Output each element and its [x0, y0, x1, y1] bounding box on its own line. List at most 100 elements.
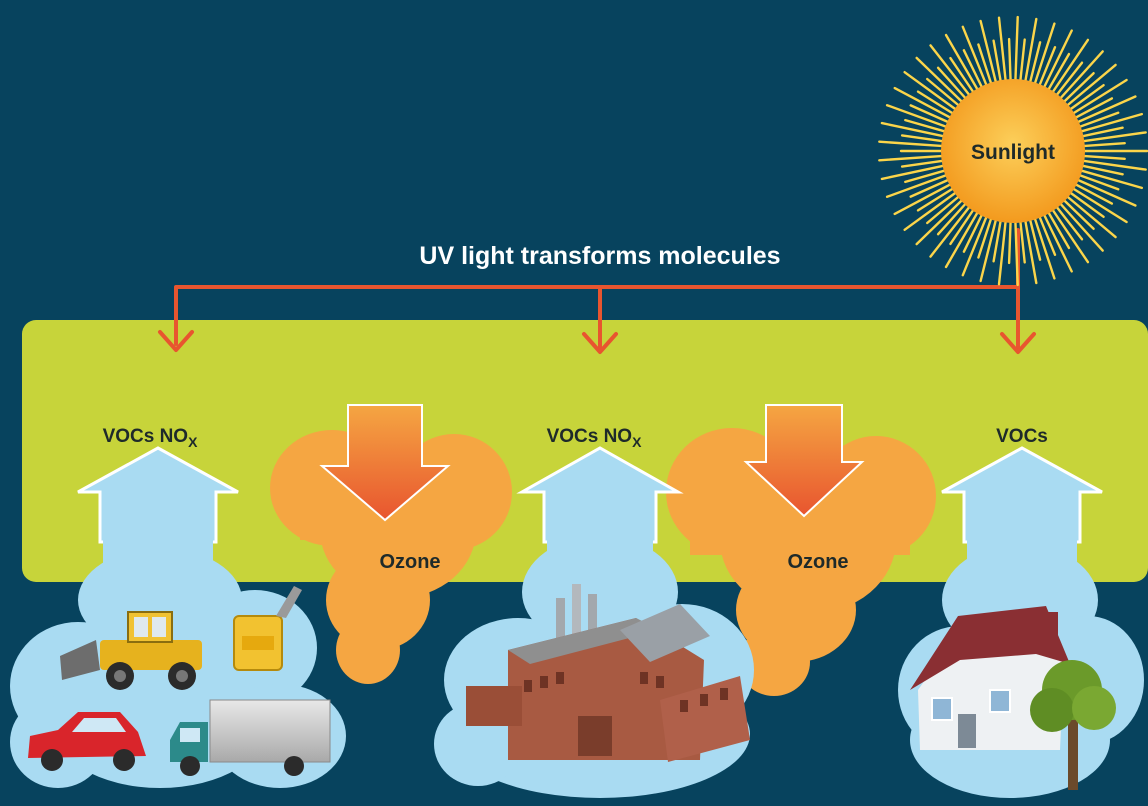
sun-icon: Sunlight: [878, 15, 1148, 287]
sun-ray: [997, 16, 1007, 83]
sun-ray: [949, 56, 976, 95]
ozone-down-arrow-1: [319, 404, 451, 522]
sun-ray: [1019, 38, 1026, 83]
sun-ray: [1081, 159, 1147, 171]
sun-ray: [909, 178, 951, 198]
sun-ray: [926, 77, 961, 108]
sun-ray: [1046, 210, 1071, 250]
sun-ray: [1079, 112, 1144, 133]
sun-ray: [929, 44, 972, 98]
ozone-label-2: Ozone: [787, 551, 848, 573]
sun-ray: [979, 19, 998, 85]
sun-ray: [893, 86, 953, 120]
source-label-1: VOCs NOX: [103, 426, 199, 450]
sun-ray: [1077, 173, 1120, 191]
uv-arrowhead-right: [1000, 332, 1036, 354]
sun-ray: [944, 210, 980, 269]
sun-ray: [909, 104, 951, 124]
sun-ray: [1065, 194, 1117, 239]
car-icon: [28, 712, 146, 771]
sun-ray: [1062, 71, 1095, 104]
sun-ray: [893, 182, 953, 216]
sun-ray: [1062, 198, 1095, 231]
sun-ray: [992, 39, 1002, 84]
sun-ray: [926, 194, 961, 225]
ozone-cloud-2: Ozone: [666, 404, 936, 696]
sun-ray: [1071, 78, 1128, 116]
sun-ray: [1075, 95, 1137, 124]
sun-ray: [916, 186, 955, 212]
sun-ray: [936, 66, 968, 101]
sun-ray: [1033, 22, 1056, 86]
sun-ray: [1014, 15, 1019, 83]
sun-ray: [1075, 178, 1137, 207]
sun-ray: [929, 204, 972, 258]
sun-ray: [1033, 216, 1056, 280]
sun-ray: [903, 70, 958, 112]
sun-ray: [915, 198, 964, 246]
sun-ray: [904, 118, 947, 133]
tree-icon: [1030, 660, 1116, 790]
sun-ray: [979, 217, 998, 283]
sun-ray: [1079, 169, 1144, 190]
sun-ray: [1065, 63, 1117, 108]
sun-ray: [1050, 38, 1090, 95]
sun-ray: [880, 121, 946, 138]
sun-ray: [992, 218, 1002, 263]
sun-ray: [878, 140, 945, 148]
sun-ray: [1028, 217, 1042, 261]
sun-ray: [1046, 52, 1071, 92]
source-label-3: VOCs: [996, 426, 1048, 447]
source-label-2: VOCs NOX: [547, 426, 643, 450]
sun-ray: [962, 49, 984, 90]
sun-ray: [904, 169, 947, 184]
bulldozer-icon: [60, 611, 202, 690]
sun-ray: [1054, 204, 1084, 241]
sun-ray: [944, 33, 980, 92]
sun-ray: [1050, 207, 1090, 264]
sun-ray: [1058, 50, 1104, 101]
sun-ray: [977, 43, 993, 86]
sun-ray: [1080, 126, 1124, 138]
house-icon: [910, 606, 1070, 750]
sun-ray: [900, 159, 945, 168]
sun-ray: [962, 212, 984, 253]
sun-disc: [941, 79, 1085, 223]
emission-cloud-house: VOCs: [898, 426, 1144, 798]
sun-ray: [1007, 219, 1012, 265]
sun-ray: [903, 190, 958, 232]
sun-ray: [1071, 186, 1128, 224]
truck-icon: [170, 699, 331, 776]
sun-ray: [1054, 61, 1084, 98]
sun-ray: [1081, 141, 1126, 148]
sun-ray: [977, 216, 993, 259]
sun-ray: [1007, 37, 1012, 83]
sun-ray: [885, 173, 949, 199]
sun-ray: [961, 25, 988, 88]
sun-ray: [1037, 214, 1057, 257]
sun-ray: [1068, 83, 1105, 112]
ozone-down-arrow-2: [743, 404, 865, 518]
factory-icon: [466, 584, 750, 762]
sun-ray: [997, 219, 1007, 286]
sun-ray: [880, 164, 946, 181]
sun-ray: [1058, 201, 1104, 252]
emission-cloud-factory: VOCs NOX: [434, 426, 754, 798]
sun-ray: [1042, 212, 1073, 273]
sun-ray: [915, 56, 964, 104]
sun-ray: [1073, 97, 1114, 120]
sun-ray: [878, 154, 945, 162]
sun-ray: [936, 201, 968, 236]
sun-ray: [1073, 182, 1114, 205]
sun-ray: [1068, 190, 1105, 219]
ozone-label-1: Ozone: [379, 551, 440, 573]
sun-ray: [1081, 154, 1126, 161]
sun-ray: [1019, 219, 1026, 264]
sun-ray: [1081, 131, 1147, 143]
sun-ray: [916, 90, 955, 116]
sun-ray: [949, 207, 976, 246]
sun-label: Sunlight: [971, 141, 1055, 164]
uv-arrows: [158, 228, 1036, 354]
